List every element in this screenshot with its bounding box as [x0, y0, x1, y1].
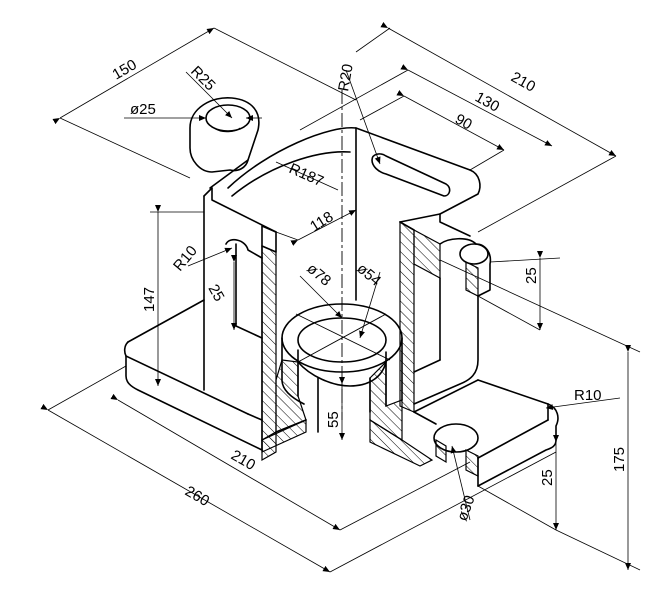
- dim-175: 175: [611, 447, 628, 472]
- center-lines: [295, 90, 391, 420]
- dim-210-top: 210: [508, 69, 538, 96]
- dim-phi54: ø54: [353, 260, 384, 290]
- dim-r10-right: R10: [574, 387, 602, 404]
- dim-260: 260: [182, 483, 212, 510]
- dim-90: 90: [452, 111, 475, 134]
- dim-r20: R20: [335, 63, 357, 93]
- dim-147: 147: [141, 287, 158, 312]
- dim-r187: R187: [286, 160, 326, 190]
- dim-130: 130: [472, 89, 502, 116]
- dim-118: 118: [307, 208, 336, 235]
- dimension-lines: [40, 21, 641, 573]
- dim-phi30: ø30: [454, 493, 479, 523]
- dim-55: 55: [325, 411, 342, 428]
- dim-r10-left: R10: [170, 243, 201, 275]
- dim-25-left: 25: [205, 282, 228, 305]
- dim-r25: R25: [187, 63, 218, 94]
- dim-25-lower-right: 25: [539, 469, 556, 486]
- dim-150: 150: [110, 56, 140, 83]
- dim-210-bottom: 210: [228, 447, 258, 474]
- dim-phi78: ø78: [303, 260, 334, 290]
- dimension-labels: 150 R25 ø25 R20 210 130 90 R187 118 R10 …: [110, 56, 629, 523]
- dim-25-right: 25: [523, 267, 540, 284]
- dim-phi25: ø25: [130, 101, 156, 118]
